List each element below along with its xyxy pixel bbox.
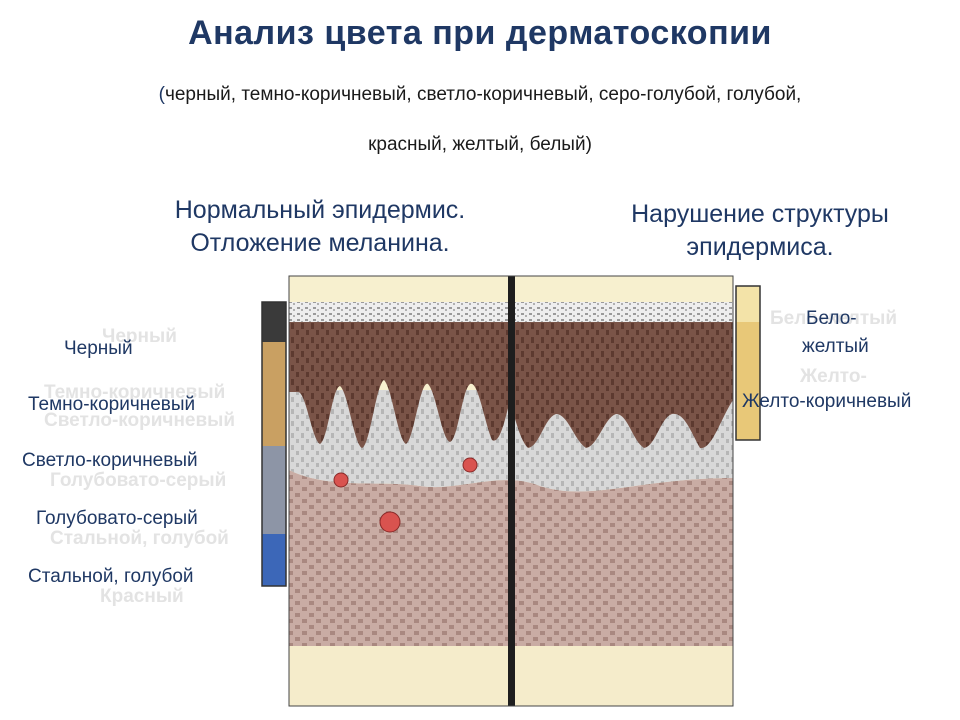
ghost-label-r1: Бело-желтый (770, 308, 898, 329)
subtitle-line-1-text: черный, темно-коричневый, светло-коричне… (164, 84, 802, 105)
left-heading-line-1: Нормальный эпидермис. (174, 196, 466, 224)
ghost-label-r2: Желто- (800, 366, 867, 387)
left-heading: Нормальный эпидермис. Отложение меланина… (130, 194, 510, 260)
left-color-scale (261, 301, 287, 587)
scale-blue-grey (262, 446, 286, 534)
subtitle-line-2: красный, желтый, белый) (368, 134, 592, 155)
ghost-label-4: Голубовато-серый (50, 470, 227, 491)
subtitle-line-1: (черный, темно-коричневый, светло-коричн… (60, 84, 900, 106)
ghost-heading-left: . (395, 198, 402, 226)
subtitle-open-paren: ( (158, 84, 165, 105)
page-title: Анализ цвета при дерматоскопии (188, 14, 772, 52)
panel-divider (508, 276, 515, 706)
ghost-label-5: Стальной, голубой (50, 528, 229, 549)
vessel-dot-1 (333, 472, 349, 488)
scale-black (262, 302, 286, 342)
vessel-dot-3 (379, 511, 401, 533)
label-blue-grey: Голубовато-серый (36, 508, 198, 529)
right-heading-line-2: эпидермиса. (686, 233, 834, 261)
label-black: Черный (64, 338, 133, 359)
label-white-yellow-2: желтый (802, 336, 869, 357)
scale-yellow-brown (736, 322, 760, 440)
label-dark-brown: Темно-коричневый (28, 394, 196, 415)
ghost-label-2: Темно-коричневый (44, 382, 226, 403)
scale-white-yellow (736, 286, 760, 322)
pigmented-epidermis-right (512, 318, 733, 449)
scale-steel-blue (262, 534, 286, 586)
ghost-label-3: Светло-коричневый (44, 410, 236, 431)
pigmented-epidermis-left (289, 318, 512, 448)
label-yellow-brown: Желто-коричневый (742, 391, 912, 412)
label-light-brown: Светло-коричневый (22, 450, 198, 471)
right-heading-line-1: Нарушение структуры (631, 200, 889, 228)
ghost-label-6: Красный (100, 586, 184, 607)
label-white-yellow-1: Бело- (806, 308, 857, 329)
panel-border (288, 275, 734, 707)
right-heading: Нарушение структуры эпидермиса. (585, 198, 935, 264)
right-color-scale (735, 285, 761, 441)
left-heading-line-2: Отложение меланина. (190, 229, 450, 257)
scale-light-brown (262, 342, 286, 446)
label-steel-blue: Стальной, голубой (28, 566, 194, 587)
vessel-dot-2 (462, 457, 478, 473)
ghost-label-1: Черный (102, 326, 177, 347)
